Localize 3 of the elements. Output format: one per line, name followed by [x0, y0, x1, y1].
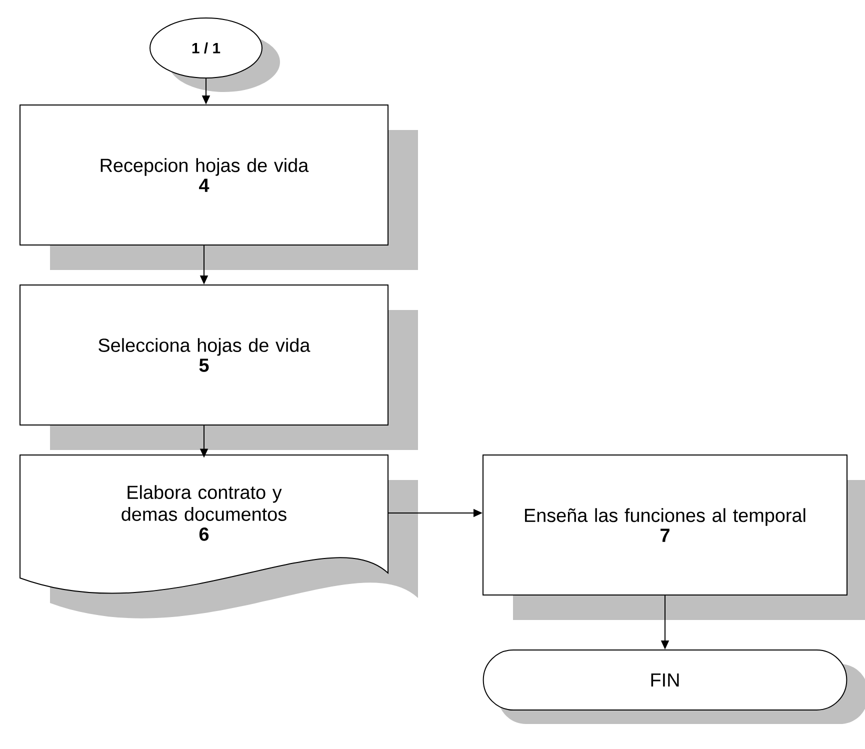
process-box: Enseña las funciones al temporal 7 [482, 454, 848, 596]
process-box: Recepcion hojas de vida 4 [20, 104, 388, 246]
process-box: Selecciona hojas de vida 5 [20, 284, 388, 426]
